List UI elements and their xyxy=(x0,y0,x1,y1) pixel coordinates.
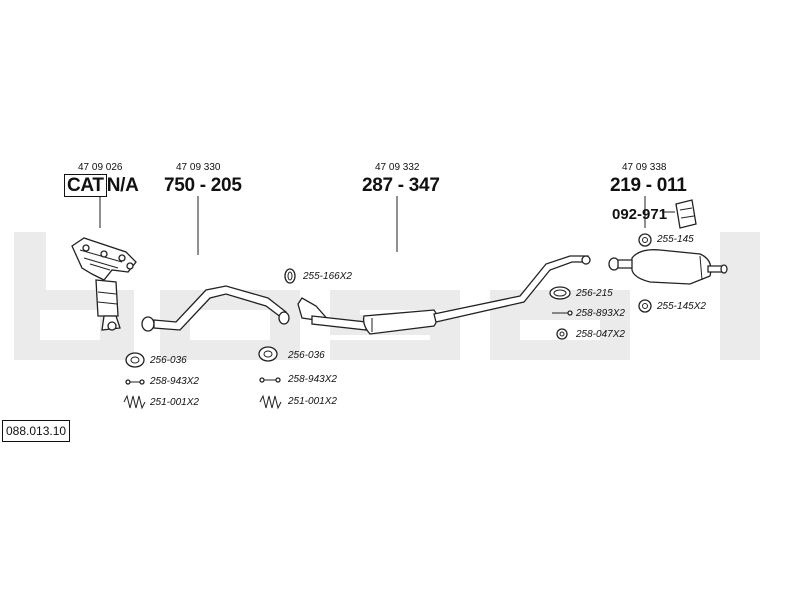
reference-number: 47 09 330 xyxy=(176,162,221,173)
nut-icon xyxy=(556,328,568,340)
spring-icon xyxy=(123,394,146,410)
bolt-icon xyxy=(125,379,145,385)
catalyst-part-number: N/A xyxy=(106,175,139,196)
part-label: 256-036 xyxy=(288,350,325,361)
part-label: 256-036 xyxy=(150,355,187,366)
gasket-icon xyxy=(258,346,278,362)
part-label: 258-943X2 xyxy=(288,374,337,385)
part-label: 251-001X2 xyxy=(150,397,199,408)
rubber-ring-icon xyxy=(638,233,652,247)
part-label: 258-047X2 xyxy=(576,329,625,340)
rear-muffler-icon xyxy=(608,249,728,285)
reference-number: 47 09 338 xyxy=(622,162,667,173)
part-label: 256-215 xyxy=(576,288,613,299)
hanger-bracket-icon xyxy=(675,199,697,229)
part-label: 255-145X2 xyxy=(657,301,706,312)
part-label: 255-166X2 xyxy=(303,271,352,282)
rubber-ring-icon xyxy=(284,268,296,284)
ring-gasket-icon xyxy=(549,286,571,300)
bolt-icon xyxy=(259,377,281,383)
gasket-icon xyxy=(125,352,145,368)
front-pipe-icon xyxy=(141,285,290,332)
spring-icon xyxy=(259,394,282,410)
center-pipe-part-number: 287 - 347 xyxy=(362,175,440,196)
rear-muffler-part-number: 219 - 011 xyxy=(610,175,687,196)
cat-badge: CAT xyxy=(64,174,107,197)
front-pipe-part-number: 750 - 205 xyxy=(164,175,242,196)
bolt-icon xyxy=(552,310,573,316)
part-label: 255-145 xyxy=(657,234,694,245)
part-label: 251-001X2 xyxy=(288,396,337,407)
part-label: 258-893X2 xyxy=(576,308,625,319)
reference-number: 47 09 332 xyxy=(375,162,420,173)
diagram-code: 088.013.10 xyxy=(2,420,71,442)
center-pipe-icon xyxy=(297,255,591,335)
rubber-ring-icon xyxy=(638,299,652,313)
hanger-part-number: 092-971 xyxy=(612,206,668,223)
part-label: 258-943X2 xyxy=(150,376,199,387)
reference-number: 47 09 026 xyxy=(78,162,123,173)
catalytic-converter-icon xyxy=(71,237,137,331)
